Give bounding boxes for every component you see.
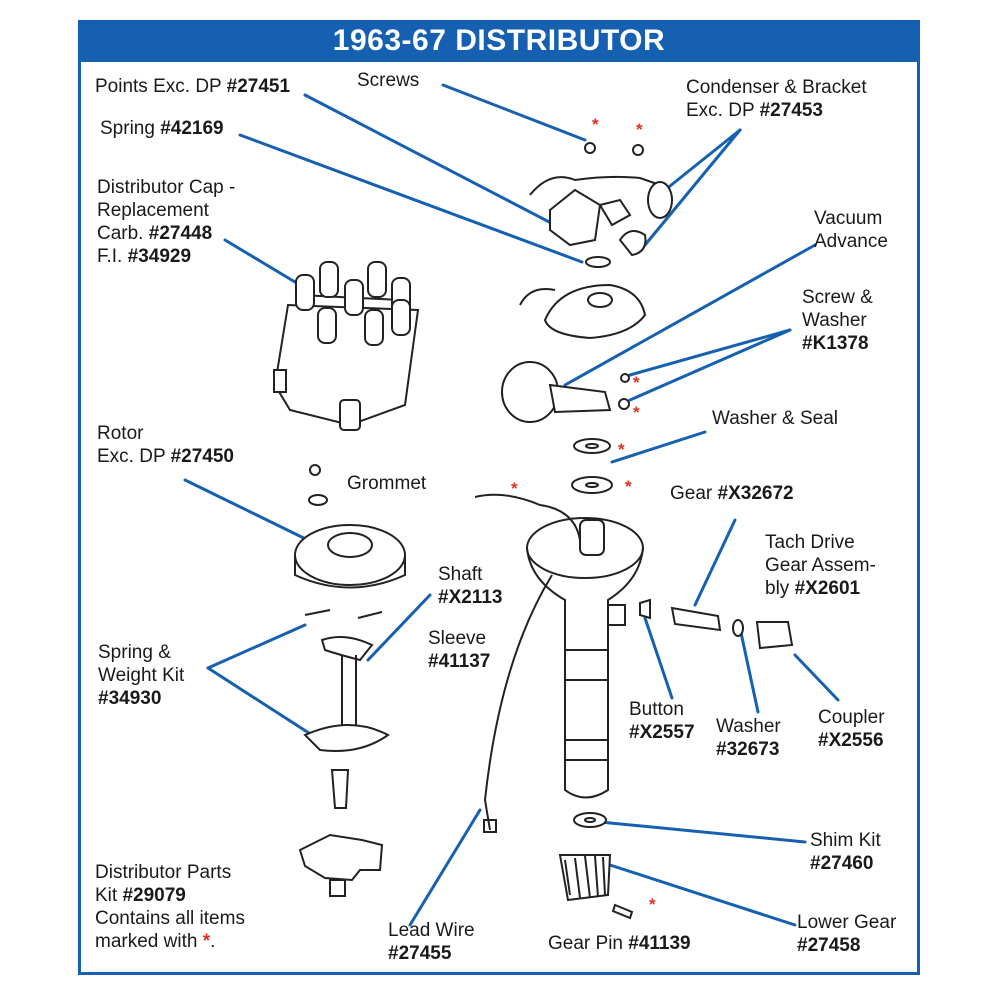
label-screws: Screws (357, 70, 420, 91)
label-button: Button #X2557 (629, 699, 695, 743)
leader-coupler (793, 653, 840, 702)
rotor-weights-drawing (294, 464, 406, 897)
leader-shaft (366, 593, 432, 662)
breaker-plate-drawing (519, 256, 647, 340)
label-coupler: Coupler #X2556 (818, 707, 885, 751)
label-spring: Spring #42169 (100, 118, 224, 139)
label-sleeve: Sleeve #41137 (428, 628, 491, 672)
label-washer-seal: Washer & Seal (712, 408, 839, 429)
leader-condenser-1 (663, 128, 742, 192)
leader-lead-wire (408, 808, 482, 927)
label-rotor: Rotor Exc. DP #27450 (97, 423, 234, 467)
asterisk-screw-1: * (592, 115, 599, 134)
label-vacuum-advance: Vacuum Advance (814, 208, 888, 252)
label-tach-drive: Tach Drive Gear Assem- bly #X2601 (765, 532, 876, 599)
distributor-housing-drawing (474, 493, 644, 833)
label-gear-pin: Gear Pin #41139 (548, 933, 691, 954)
label-washer: Washer #32673 (716, 716, 781, 760)
label-shim-kit: Shim Kit #27460 (810, 830, 881, 874)
leader-condenser-2 (643, 128, 742, 247)
label-parts-kit: Distributor Parts Kit #29079 Contains al… (95, 862, 245, 952)
parts-drawing (273, 142, 794, 920)
label-spring-weight-kit: Spring & Weight Kit #34930 (98, 642, 185, 709)
points-condenser-drawing (529, 142, 673, 257)
asterisk-marks: * * * * * * * * (511, 115, 656, 914)
label-lower-gear: Lower Gear #27458 (797, 912, 897, 956)
label-lead-wire: Lead Wire #27455 (388, 920, 475, 964)
asterisk-washer-seal-2: * (625, 477, 632, 496)
distributor-cap-drawing (273, 261, 420, 431)
leader-washer-seal (610, 430, 707, 464)
leader-washer (738, 626, 760, 714)
lower-gear-drawing (558, 812, 634, 920)
vacuum-advance-drawing (501, 361, 630, 494)
label-points: Points Exc. DP #27451 (95, 76, 291, 97)
leader-spring-weight-1 (206, 623, 307, 670)
leader-button (643, 616, 674, 700)
leader-screws (441, 83, 587, 142)
asterisk-gear-pin: * (649, 895, 656, 914)
label-gear: Gear #X32672 (670, 483, 794, 504)
label-condenser: Condenser & Bracket Exc. DP #27453 (686, 77, 867, 121)
leader-screw-washer-2 (628, 328, 792, 402)
leader-lines (183, 83, 840, 927)
leader-spring-weight-2 (206, 666, 314, 737)
leader-screw-washer-1 (628, 328, 792, 377)
page-title: 1963-67 DISTRIBUTOR (78, 20, 920, 62)
leader-vacuum (563, 243, 817, 387)
leader-spring (238, 133, 584, 264)
leader-lower-gear (608, 863, 797, 927)
asterisk-screw-washer: * (633, 373, 640, 392)
asterisk-lead: * (511, 479, 518, 498)
leader-cap (223, 238, 302, 287)
label-shaft: Shaft #X2113 (438, 564, 503, 608)
tach-drive-drawing (639, 598, 794, 650)
leader-rotor (183, 478, 320, 547)
asterisk-washer-seal-1: * (618, 440, 625, 459)
leader-gear (693, 518, 737, 607)
asterisk-screw-2: * (636, 120, 643, 139)
leader-shim (598, 820, 807, 844)
leader-points (303, 93, 557, 227)
label-grommet: Grommet (347, 473, 427, 494)
asterisk-washer: * (633, 403, 640, 422)
label-screw-washer: Screw & Washer #K1378 (802, 287, 873, 354)
label-distributor-cap: Distributor Cap - Replacement Carb. #274… (97, 177, 236, 267)
